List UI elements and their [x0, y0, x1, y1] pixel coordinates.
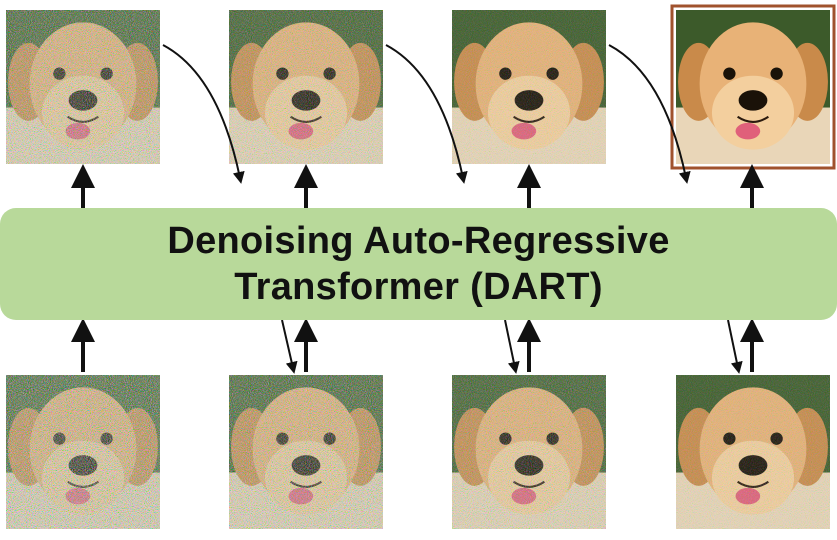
arrows: [71, 44, 764, 374]
noisy-dog-output-1: [6, 10, 160, 164]
feedback-arrow-1-lower: [281, 319, 298, 374]
banner-line-1: Denoising Auto-Regressive: [167, 220, 670, 262]
pure-noise-input: [6, 375, 160, 529]
clean-dog-output-final: [670, 4, 836, 170]
feedback-arrow-2-lower: [504, 319, 520, 374]
feedback-arrow-2-upper: [385, 44, 468, 184]
feedback-arrow-3-upper: [608, 44, 691, 184]
feedback-arrow-1-upper: [162, 44, 245, 184]
feedback-arrow-3-lower: [727, 319, 743, 374]
noisy-dog-input-2: [229, 375, 383, 529]
banner-line-2: Transformer (DART): [234, 266, 603, 308]
noisy-dog-output-2: [229, 10, 383, 164]
noisy-dog-input-4: [676, 375, 830, 529]
noisy-dog-input-3: [452, 375, 606, 529]
dart-transformer-banner: Denoising Auto-Regressive Transformer (D…: [0, 208, 837, 320]
image-tiles: [6, 4, 836, 529]
noisy-dog-output-3: [452, 10, 606, 164]
